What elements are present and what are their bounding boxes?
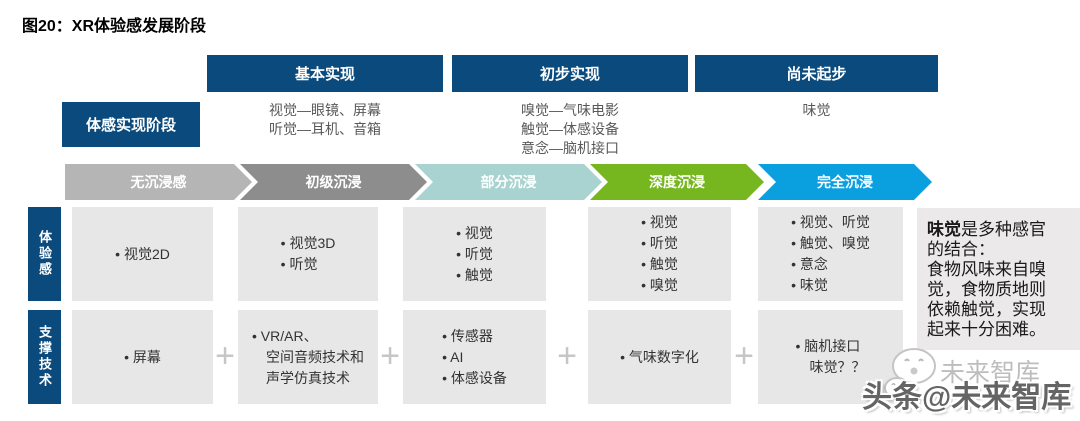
phase-desc-0-line-0: 视觉—眼镜、屏幕: [269, 102, 381, 118]
row-0-box-2-line-0: • 视觉: [456, 224, 493, 241]
plus-sign-2: +: [557, 337, 577, 375]
row-1-box-0-line-0: • 屏幕: [124, 348, 161, 365]
row-0-box-0: • 视觉2D: [72, 207, 213, 301]
row-1-box-3-line-0: • 气味数字化: [620, 348, 699, 365]
immersion-arrow-3: 深度沉浸: [590, 164, 764, 200]
row-1-box-2-line-1: • AI: [442, 348, 464, 365]
row-1-box-2-line-0: • 传感器: [442, 327, 493, 344]
phase-desc-1-line-1: 触觉—体感设备: [521, 121, 619, 137]
immersion-arrow-0: 无沉浸感: [65, 164, 252, 200]
row-1-box-1: • VR/AR、 空间音频技术和 声学仿真技术: [238, 310, 378, 404]
phase-header-2: 尚未起步: [695, 55, 938, 92]
immersion-arrow-2: 部分沉浸: [415, 164, 602, 200]
row-label-1: 支撑技术: [28, 310, 61, 404]
immersion-arrow-1: 初级沉浸: [240, 164, 427, 200]
note-line-5: 依赖触觉，实现: [927, 300, 1046, 319]
row-1-box-3-lines: • 气味数字化: [620, 347, 699, 368]
row-1-box-0: • 屏幕: [72, 310, 213, 404]
note-line-3: 食物风味来自嗅: [927, 260, 1046, 279]
note-body: 的结合：食物风味来自嗅觉，食物质地则依赖触觉，实现起来十分困难。: [927, 240, 1072, 340]
row-0-box-1: • 视觉3D • 听觉: [238, 207, 378, 301]
row-0-box-0-lines: • 视觉2D: [115, 244, 170, 265]
row-1-box-2-line-2: • 体感设备: [442, 369, 507, 386]
row-1-box-1-line-0: • VR/AR、: [252, 327, 318, 344]
row-1-box-4: • 脑机接口 味觉？？: [758, 310, 903, 404]
phase-desc-1-line-0: 嗅觉—气味电影: [521, 102, 619, 118]
row-0-box-3-line-0: • 视觉: [641, 214, 678, 230]
figure-title: 图20：XR体验感发展阶段: [22, 18, 207, 35]
watermark-ghost-text: 未来智库: [940, 359, 1041, 387]
plus-sign-0: +: [215, 337, 235, 375]
note-line-1: 味觉是多种感官: [927, 220, 1072, 240]
row-0-box-2-lines: • 视觉 • 听觉 • 触觉: [456, 223, 493, 286]
row-0-box-2-line-2: • 触觉: [456, 266, 493, 283]
row-0-box-4-lines: • 视觉、听觉 • 触觉、嗅觉 • 意念 • 味觉: [791, 212, 870, 296]
row-1-box-2: • 传感器 • AI • 体感设备: [403, 310, 546, 404]
note-line-6: 起来十分困难。: [927, 320, 1046, 339]
plus-sign-3: +: [734, 337, 754, 375]
phase-header-0: 基本实现: [207, 55, 443, 92]
phase-desc-1: 嗅觉—气味电影触觉—体感设备意念—脑机接口: [452, 101, 688, 158]
row-0-box-2: • 视觉 • 听觉 • 触觉: [403, 207, 546, 301]
row-0-box-3-line-1: • 听觉: [641, 235, 678, 251]
note-line-4: 觉，食物质地则: [927, 280, 1046, 299]
phase-desc-1-line-2: 意念—脑机接口: [521, 140, 619, 156]
row-1-box-4-line-0: • 脑机接口: [795, 338, 861, 354]
phase-desc-0-line-1: 听觉—耳机、音箱: [269, 121, 381, 137]
row-1-box-4-line-1: 味觉？？: [795, 359, 866, 375]
row-0-box-1-line-0: • 视觉3D: [280, 235, 336, 251]
row-1-box-1-line-1: 空间音频技术和: [252, 348, 364, 365]
phase-desc-2: 味觉: [695, 101, 938, 120]
row-1-box-3: • 气味数字化: [588, 310, 731, 404]
row-1-box-4-lines: • 脑机接口 味觉？？: [796, 336, 866, 378]
row-label-0: 体验感: [28, 207, 61, 301]
row-0-box-4: • 视觉、听觉 • 触觉、嗅觉 • 意念 • 味觉: [758, 207, 903, 301]
row-1-box-2-lines: • 传感器 • AI • 体感设备: [442, 326, 507, 389]
row-0-box-1-lines: • 视觉3D • 听觉: [281, 233, 336, 275]
phase-label: 体感实现阶段: [62, 102, 200, 147]
note-bold-term: 味觉: [927, 220, 961, 239]
watermark-main-text: 头条@未来智库: [862, 381, 1072, 414]
taste-note: 味觉是多种感官 的结合：食物风味来自嗅觉，食物质地则依赖触觉，实现起来十分困难。: [917, 208, 1080, 350]
row-1-box-0-lines: • 屏幕: [124, 347, 161, 368]
row-0-box-4-line-3: • 味觉: [791, 277, 828, 293]
row-1-box-1-line-2: 声学仿真技术: [252, 369, 350, 386]
row-0-box-2-line-1: • 听觉: [456, 245, 493, 262]
immersion-arrow-4: 完全沉浸: [758, 164, 932, 200]
phase-desc-2-line-0: 味觉: [802, 102, 831, 118]
plus-sign-1: +: [380, 337, 400, 375]
row-0-box-3-line-2: • 触觉: [641, 256, 678, 272]
row-0-box-3: • 视觉 • 听觉 • 触觉 • 嗅觉: [588, 207, 731, 301]
row-0-box-4-line-2: • 意念: [791, 256, 828, 272]
phase-desc-0: 视觉—眼镜、屏幕听觉—耳机、音箱: [207, 101, 443, 139]
wechat-icon: [884, 346, 938, 407]
note-line-2: 的结合：: [927, 240, 995, 259]
row-0-box-3-line-3: • 嗅觉: [641, 277, 678, 293]
phase-header-1: 初步实现: [452, 55, 688, 92]
row-1-box-1-lines: • VR/AR、 空间音频技术和 声学仿真技术: [252, 326, 364, 389]
row-0-box-4-line-1: • 触觉、嗅觉: [791, 235, 870, 251]
row-0-box-0-line-0: • 视觉2D: [115, 245, 170, 262]
row-0-box-1-line-1: • 听觉: [280, 256, 318, 272]
row-0-box-3-lines: • 视觉 • 听觉 • 触觉 • 嗅觉: [641, 212, 678, 296]
note-line-1-rest: 是多种感官: [961, 220, 1046, 239]
row-0-box-4-line-0: • 视觉、听觉: [791, 214, 870, 230]
